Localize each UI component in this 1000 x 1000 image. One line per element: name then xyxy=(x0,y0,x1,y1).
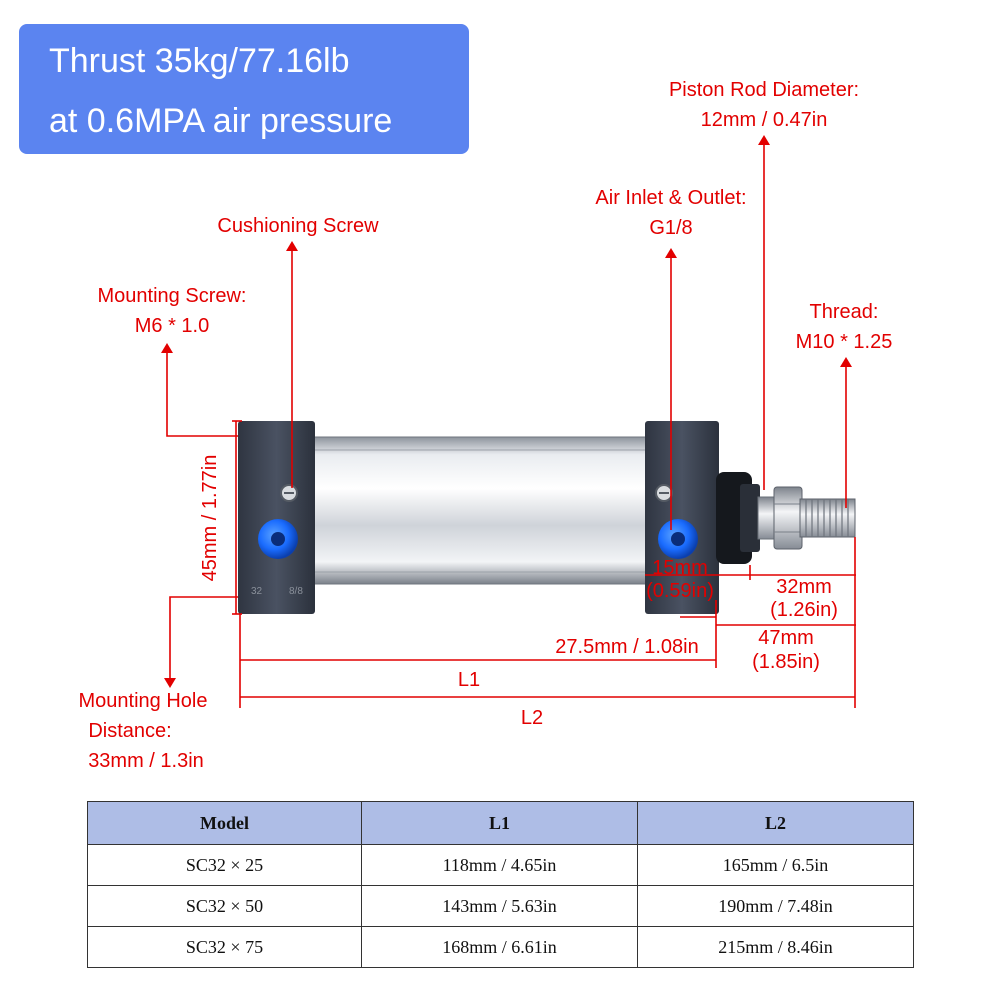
cell-l2: 165mm / 6.5in xyxy=(637,844,914,886)
piston-rod-value: 12mm / 0.47in xyxy=(701,109,828,131)
air-inlet-title: Air Inlet & Outlet: xyxy=(595,187,746,209)
cell-l1: 168mm / 6.61in xyxy=(361,926,638,968)
end-to-port-label: 27.5mm / 1.08in xyxy=(555,636,698,658)
l2-label: L2 xyxy=(521,707,543,729)
rod-length-in: (1.26in) xyxy=(770,599,838,621)
table-header-row: Model L1 L2 xyxy=(87,801,914,845)
rod-length-mm: 32mm xyxy=(776,576,832,598)
table-row: SC32 × 25 118mm / 4.65in 165mm / 6.5in xyxy=(87,844,914,886)
cell-l2: 215mm / 8.46in xyxy=(637,926,914,968)
mounting-screw-title: Mounting Screw: xyxy=(98,285,247,307)
table-row: SC32 × 50 143mm / 5.63in 190mm / 7.48in xyxy=(87,885,914,927)
port-offset-in: (0.59in) xyxy=(646,580,714,602)
piston-rod xyxy=(757,496,777,540)
rod-nut xyxy=(773,486,803,550)
cell-l1: 118mm / 4.65in xyxy=(361,844,638,886)
thread-value: M10 * 1.25 xyxy=(796,331,893,353)
header-l2: L2 xyxy=(637,801,914,845)
mounting-hole-line-2: Distance: xyxy=(88,720,171,742)
thrust-line-2: at 0.6MPA air pressure xyxy=(49,102,393,140)
cylinder-tube xyxy=(311,436,649,585)
header-model: Model xyxy=(87,801,362,845)
cell-model: SC32 × 25 xyxy=(87,844,362,886)
rod-total-in: (1.85in) xyxy=(752,651,820,673)
table-row: SC32 × 75 168mm / 6.61in 215mm / 8.46in xyxy=(87,926,914,968)
piston-rod-title: Piston Rod Diameter: xyxy=(669,79,859,101)
model-spec-table: Model L1 L2 SC32 × 25 118mm / 4.65in 165… xyxy=(87,801,914,968)
thrust-banner: Thrust 35kg/77.16lb at 0.6MPA air pressu… xyxy=(19,24,469,154)
l1-label: L1 xyxy=(458,669,480,691)
rear-end-cap xyxy=(238,421,315,614)
thrust-line-1: Thrust 35kg/77.16lb xyxy=(49,42,350,80)
cell-model: SC32 × 75 xyxy=(87,926,362,968)
mounting-hole-line-1: Mounting Hole xyxy=(79,690,208,712)
mounting-hole-line-3: 33mm / 1.3in xyxy=(88,750,204,772)
header-l1: L1 xyxy=(361,801,638,845)
mounting-screw-leader xyxy=(161,343,238,437)
rod-total-mm: 47mm xyxy=(758,627,814,649)
mounting-hole-leader xyxy=(164,596,238,688)
thread-title: Thread: xyxy=(810,301,879,323)
cell-l2: 190mm / 7.48in xyxy=(637,885,914,927)
front-cap-code: 8/8 xyxy=(289,586,303,597)
cushioning-screw-label: Cushioning Screw xyxy=(217,215,379,237)
front-end-cap xyxy=(645,421,719,614)
air-inlet-value: G1/8 xyxy=(649,217,692,239)
mounting-screw-value: M6 * 1.0 xyxy=(135,315,209,337)
port-offset-mm: 15mm xyxy=(652,557,708,579)
cell-l1: 143mm / 5.63in xyxy=(361,885,638,927)
rear-cap-code: 32 xyxy=(251,586,263,597)
cylinder-diagram: 32 8/8 Piston Rod Di xyxy=(79,79,893,772)
cell-model: SC32 × 50 xyxy=(87,885,362,927)
height-dimension-label: 45mm / 1.77in xyxy=(199,455,221,582)
